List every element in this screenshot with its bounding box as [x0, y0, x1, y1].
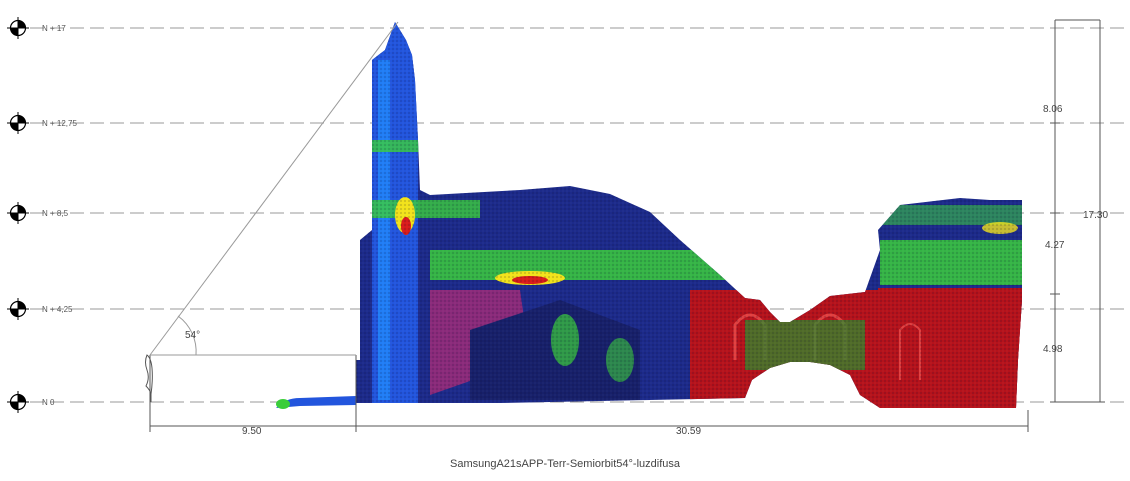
dim-right-mid: 4.27 [1045, 240, 1065, 251]
level-label-17: N + 17 [42, 24, 66, 33]
level-marker-8-5: N + 8,5 [7, 202, 69, 224]
dim-bottom-right: 30.59 [676, 426, 701, 437]
level-label-8-5: N + 8,5 [42, 209, 69, 218]
dim-right-bottom: 4.98 [1043, 344, 1063, 355]
level-label-12-75: N + 12,75 [42, 119, 77, 128]
angle-label: 54° [185, 330, 200, 341]
level-label-4-25: N + 4,25 [42, 305, 73, 314]
camera-sight-line [149, 21, 399, 356]
level-marker-0: N 0 [7, 391, 55, 413]
dim-right-top: 8.06 [1043, 104, 1063, 115]
bottom-dimension-line [149, 355, 1029, 432]
level-marker-12-75: N + 12,75 [7, 112, 77, 134]
level-label-0: N 0 [42, 398, 55, 407]
dim-bottom-left: 9.50 [242, 426, 262, 437]
level-marker-4-25: N + 4,25 [7, 298, 73, 320]
level-marker-17: N + 17 [7, 17, 66, 39]
observer-figure-icon [145, 354, 153, 402]
dim-right-total: 17.30 [1083, 210, 1108, 221]
point-cloud-building [276, 22, 1022, 409]
figure-caption: SamsungA21sAPP-Terr-Semiorbit54°-luzdifu… [450, 458, 680, 470]
right-dimension-chain [1050, 19, 1105, 403]
